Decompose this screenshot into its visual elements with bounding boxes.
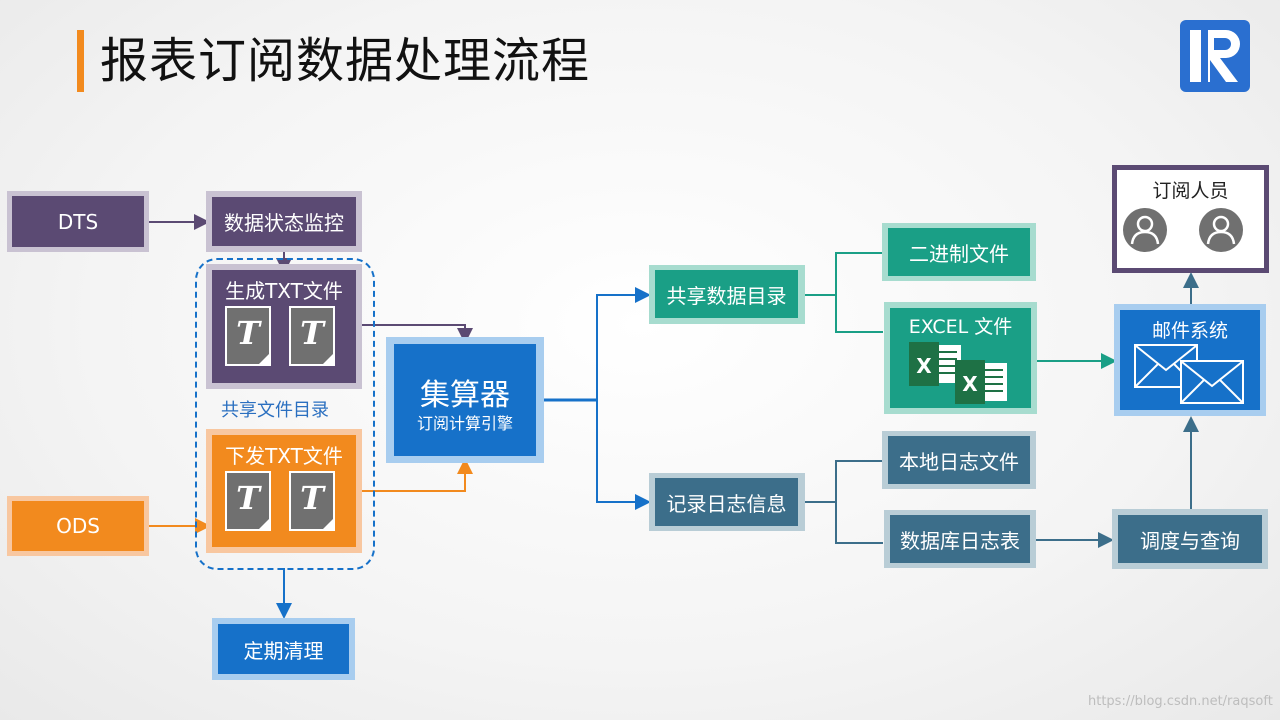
issue-txt-label: 下发TXT文件 xyxy=(225,443,343,468)
shared-dir-label: 共享文件目录 xyxy=(221,400,329,421)
local-log-node: 本地日志文件 xyxy=(888,436,1030,484)
t-document-icon: T xyxy=(225,306,271,366)
excel-icon: X xyxy=(955,360,1009,404)
excel-file-node: EXCEL 文件 X X xyxy=(890,308,1031,408)
excel-file-label: EXCEL 文件 xyxy=(908,316,1013,338)
subscribers-label: 订阅人员 xyxy=(1152,180,1229,202)
binary-file-node: 二进制文件 xyxy=(888,228,1030,276)
db-log-node: 数据库日志表 xyxy=(890,515,1030,563)
page-title: 报表订阅数据处理流程 xyxy=(100,33,591,89)
t-document-icon: T xyxy=(289,471,335,531)
mail-system-label: 邮件系统 xyxy=(1151,320,1228,342)
shared-data-dir-node: 共享数据目录 xyxy=(655,270,798,318)
shared-dir-group xyxy=(195,258,375,570)
svg-text:X: X xyxy=(962,372,978,396)
t-document-icon: T xyxy=(225,471,271,531)
schedule-query-node: 调度与查询 xyxy=(1118,515,1262,563)
ods-node: ODS xyxy=(12,501,144,551)
engine-subtitle: 订阅计算引擎 xyxy=(416,414,513,433)
subscribers-node: 订阅人员 xyxy=(1117,170,1264,268)
engine-title: 集算器 xyxy=(420,378,510,413)
gen-txt-node: 生成TXT文件 T T xyxy=(212,270,356,383)
watermark: https://blog.csdn.net/raqsoft xyxy=(1088,694,1273,709)
svg-text:X: X xyxy=(916,354,932,378)
engine-node: 集算器 订阅计算引擎 xyxy=(394,344,536,456)
logo-icon xyxy=(1180,20,1250,92)
issue-txt-node: 下发TXT文件 T T xyxy=(212,435,356,547)
user-avatar-icon xyxy=(1199,208,1243,252)
cleanup-node: 定期清理 xyxy=(218,624,349,674)
gen-txt-label: 生成TXT文件 xyxy=(225,278,343,303)
title-accent-bar xyxy=(77,30,84,92)
t-document-icon: T xyxy=(289,306,335,366)
user-avatar-icon xyxy=(1123,208,1167,252)
mail-system-node: 邮件系统 xyxy=(1120,310,1260,410)
envelope-icon xyxy=(1180,360,1244,404)
log-info-node: 记录日志信息 xyxy=(655,478,798,526)
dts-node: DTS xyxy=(12,196,144,247)
monitor-node: 数据状态监控 xyxy=(212,197,356,246)
